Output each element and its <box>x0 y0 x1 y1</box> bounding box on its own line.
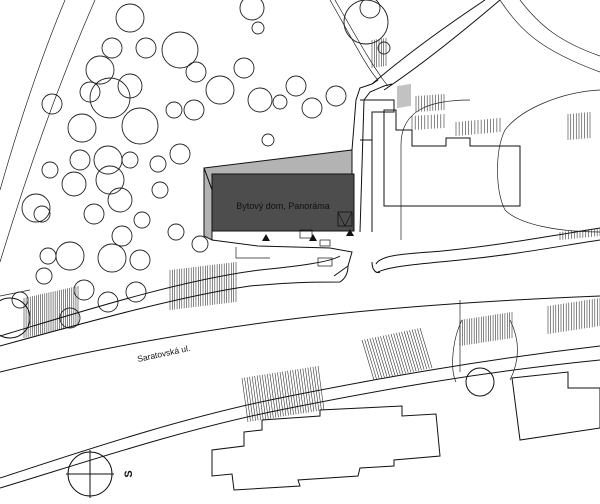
tree-icon <box>69 149 91 171</box>
tree-icon <box>191 235 209 253</box>
entrance-marker <box>262 234 270 241</box>
tree-icon <box>135 37 157 59</box>
neighbouring-buildings-top <box>360 99 521 207</box>
tree-icon <box>247 87 273 113</box>
tree-icon <box>55 241 85 271</box>
north-arrow-label: S <box>123 470 135 477</box>
tree-icon <box>83 203 105 225</box>
parking-area-north <box>371 38 387 68</box>
tree-icon <box>121 107 159 145</box>
tree-icon <box>107 187 133 213</box>
parking-hatches <box>23 38 600 423</box>
parking-area-top-2 <box>415 94 445 112</box>
tree-icon <box>149 155 167 173</box>
tree-icon <box>151 181 169 199</box>
tree-icon <box>73 279 95 301</box>
left-edge-features <box>0 289 31 339</box>
tree-icon <box>35 267 53 285</box>
tree-icon <box>125 281 147 303</box>
north-arrow: S <box>66 450 135 498</box>
tree-icon <box>261 133 275 147</box>
entrance-marker <box>346 229 354 236</box>
tree-icon <box>272 94 288 110</box>
parking-area-street <box>361 327 433 381</box>
tree-icon <box>165 101 183 119</box>
building-label: Bytový dom, Panoráma <box>236 201 330 211</box>
tree-icon <box>39 247 57 265</box>
tree-icon <box>343 0 389 45</box>
tree-icon <box>89 77 131 119</box>
entrance-marker <box>309 234 317 241</box>
parking-area-road-edge <box>559 228 600 240</box>
parking-area-top-4 <box>455 118 501 136</box>
parking-area-top-1 <box>397 84 411 108</box>
parking-area-top-5 <box>567 112 591 140</box>
tree-icon <box>121 151 139 169</box>
parking-area-far-east <box>547 298 600 334</box>
tree-icon <box>129 249 151 271</box>
upper-right-roads <box>371 0 600 240</box>
tree-icon <box>185 61 207 83</box>
parking-area-top-3 <box>411 114 445 130</box>
tree-icon <box>67 113 97 143</box>
building-roof <box>211 173 355 232</box>
tree-icon <box>251 21 265 35</box>
apartment-building: Bytový dom, Panoráma <box>203 149 355 277</box>
tree-group <box>11 0 391 329</box>
tree-icon <box>85 55 115 85</box>
tree-icon <box>301 97 323 119</box>
tree-icon <box>133 211 151 229</box>
tree-icon <box>97 243 127 273</box>
tree-icon <box>161 31 199 69</box>
tree-icon <box>93 145 123 175</box>
tree-icon <box>167 223 185 241</box>
tree-icon <box>115 3 145 33</box>
tree-icon <box>21 193 51 223</box>
tree-icon <box>95 165 125 195</box>
tree-icon <box>325 85 347 107</box>
tree-icon <box>183 99 205 121</box>
street-label: Saratovská ul. <box>136 343 191 364</box>
lower-building <box>211 405 441 491</box>
tree-icon <box>97 291 119 313</box>
tree-icon <box>359 0 381 19</box>
tree-icon <box>169 143 191 165</box>
tree-icon <box>239 0 265 21</box>
tree-icon <box>111 225 133 247</box>
parking-area-south <box>241 365 325 423</box>
tree-icon <box>33 205 51 223</box>
tree-icon <box>101 37 123 59</box>
parking-area-center <box>169 262 237 310</box>
lower-right-features <box>452 300 600 441</box>
tree-icon <box>61 171 87 197</box>
park-paths <box>0 0 389 263</box>
tree-icon <box>233 57 255 79</box>
tree-icon <box>205 75 235 105</box>
tree-icon <box>377 41 391 55</box>
parking-area-left <box>23 286 79 338</box>
tree-icon <box>41 161 59 179</box>
tree-icon <box>285 75 307 97</box>
tree-icon <box>41 93 63 115</box>
parking-area-east <box>459 312 513 346</box>
access-road <box>351 79 600 273</box>
